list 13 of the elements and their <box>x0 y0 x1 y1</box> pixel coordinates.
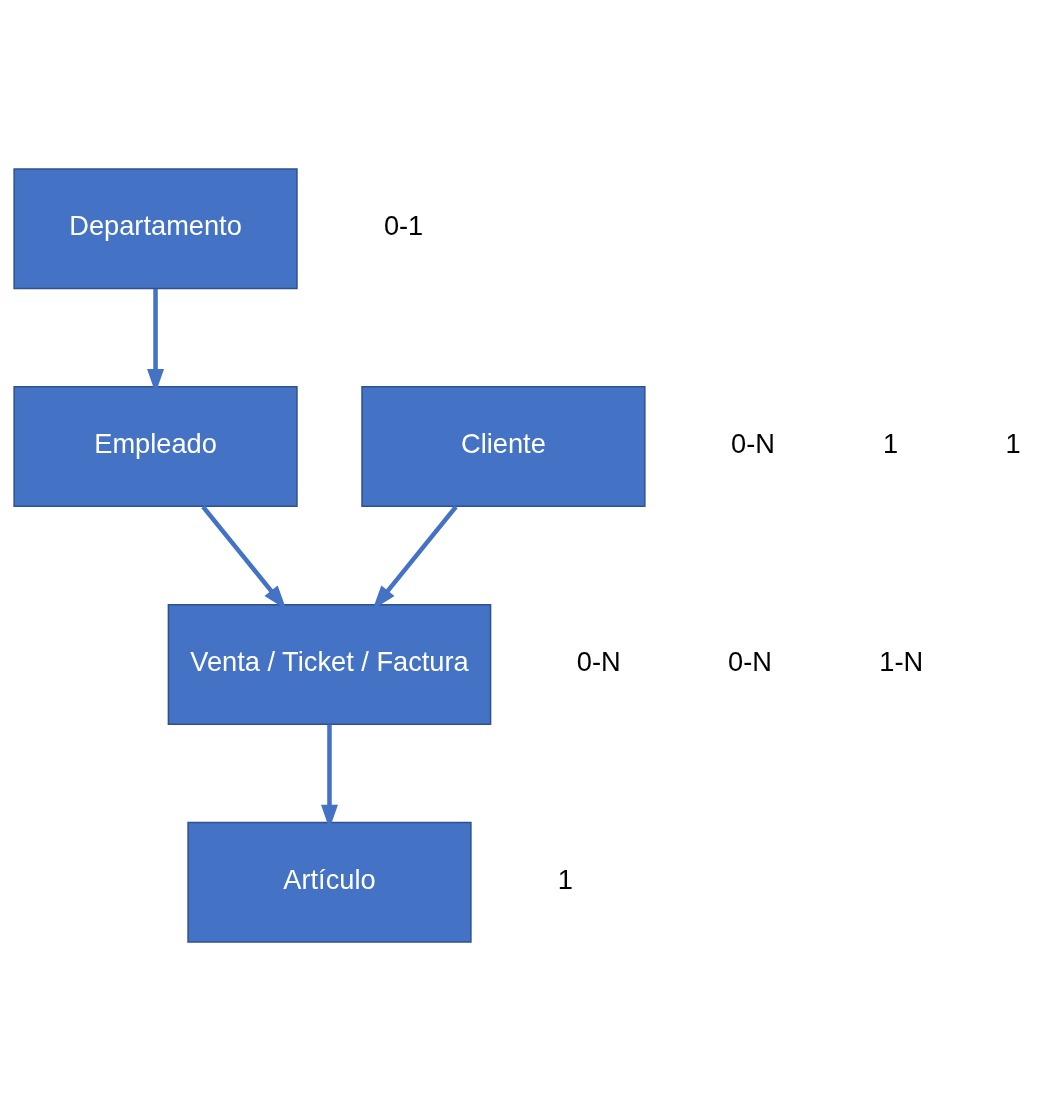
label: 0-N <box>576 646 621 678</box>
label: 0-1 <box>383 210 424 242</box>
node-box: Venta / Ticket / Factura <box>167 603 492 725</box>
label: 1 <box>883 428 899 460</box>
label: 1-N <box>879 646 924 678</box>
label: 0-N <box>728 646 772 678</box>
label: 1 <box>557 863 574 895</box>
node-box: Departamento <box>13 168 298 290</box>
label: 0-N <box>731 428 775 460</box>
label: 1 <box>1005 428 1021 460</box>
node-box: Cliente <box>361 386 646 508</box>
node-box: Artículo <box>187 821 472 943</box>
node-box: Empleado <box>13 386 298 508</box>
